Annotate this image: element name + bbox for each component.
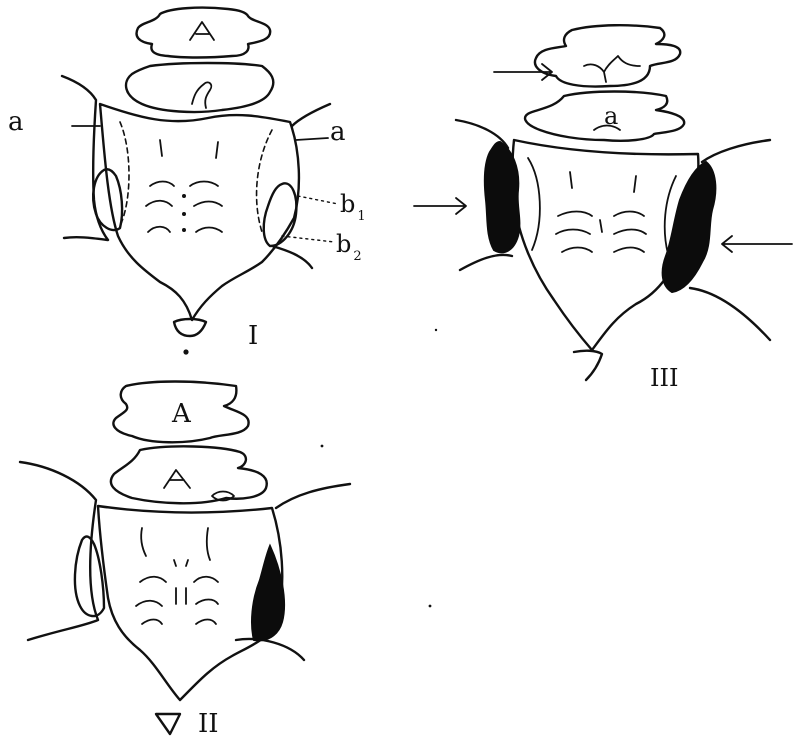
fig1-leader-right-a — [296, 138, 328, 140]
fig1-leader-b2 — [282, 236, 334, 242]
fig1-numeral: I — [248, 321, 258, 351]
fig2-lower-spinous — [164, 470, 234, 501]
speck — [435, 329, 437, 331]
fig1-coccyx — [174, 319, 206, 336]
fig3-upper-spinous — [584, 56, 640, 82]
fig1-upper-vertebra — [137, 8, 271, 58]
fig2-lower-vertebra — [111, 446, 267, 503]
fig1-foramen — [182, 194, 186, 198]
fig2-right-si-shading — [252, 546, 284, 640]
fig1-foramen — [182, 212, 186, 216]
fig1-leader-b1 — [298, 196, 338, 204]
fig1-label-a-right: a — [330, 117, 346, 147]
fig3-arrow-upper — [494, 64, 552, 80]
fig3-left-margin — [528, 158, 540, 250]
fig3-arrow-right — [722, 236, 792, 252]
fig1-foramen — [182, 228, 186, 232]
speck — [321, 445, 324, 448]
fig1-upper-spinous — [190, 22, 214, 40]
figure-II: A II — [20, 382, 350, 740]
fig3-left-si-shading — [485, 142, 520, 252]
fig1-right-si-joint — [264, 183, 297, 246]
fig1-coccyx-dot — [183, 349, 188, 354]
fig3-coccyx — [574, 351, 602, 380]
fig2-coccyx — [156, 714, 180, 734]
fig3-arrow-left — [414, 198, 466, 214]
fig1-left-ilium — [62, 76, 108, 240]
fig1-ridges — [146, 140, 222, 232]
fig1-sacrum — [100, 104, 299, 320]
fig1-lower-spinous — [192, 82, 211, 108]
fig2-vertebra-label: A — [171, 399, 192, 429]
fig3-ridges — [556, 172, 646, 252]
figure-III: a III — [414, 25, 792, 392]
speck — [429, 605, 432, 608]
fig2-numeral: II — [198, 709, 219, 739]
fig1-label-a-left: a — [8, 107, 24, 137]
fig3-right-si-shading — [663, 162, 716, 292]
fig3-upper-vertebra — [535, 25, 680, 86]
fig3-numeral: III — [650, 364, 678, 392]
fig2-ridges — [136, 528, 218, 624]
